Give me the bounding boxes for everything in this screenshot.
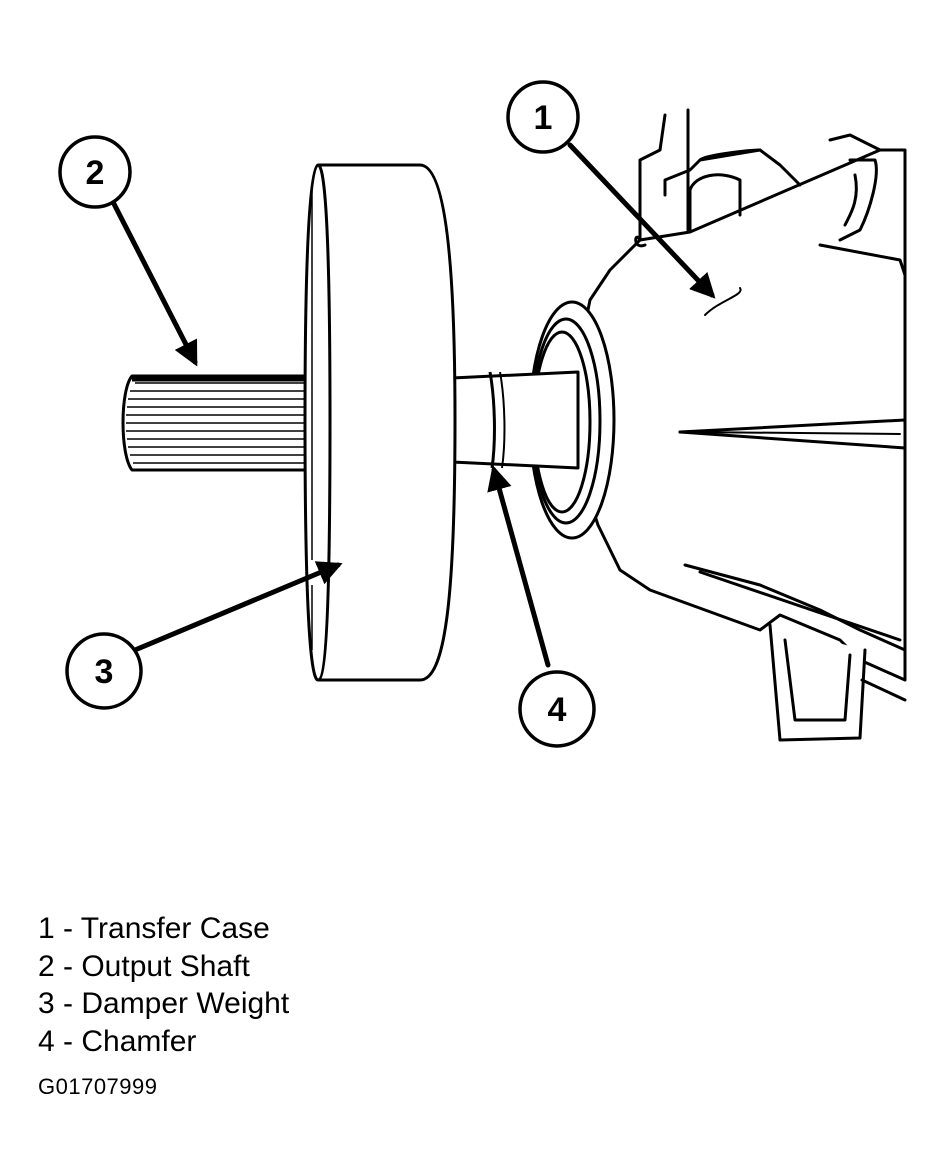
callout-2: 2 bbox=[58, 135, 132, 209]
callout-number: 2 bbox=[86, 154, 105, 192]
legend-item-transfer-case: 1 - Transfer Case bbox=[38, 912, 270, 945]
transfer-case-drawing bbox=[528, 108, 907, 742]
leader-arrow-4 bbox=[487, 465, 551, 668]
callout-4: 4 bbox=[518, 670, 596, 748]
callout-3: 3 bbox=[65, 632, 143, 710]
parts-legend: 1 - Transfer Case 2 - Output Shaft 3 - D… bbox=[38, 910, 289, 1060]
legend-item-chamfer: 4 - Chamfer bbox=[38, 1024, 197, 1058]
leader-arrow-1 bbox=[567, 142, 716, 299]
legend-item-damper-weight: 3 - Damper Weight bbox=[38, 987, 290, 1020]
legend-item-output-shaft: 2 - Output Shaft bbox=[38, 949, 250, 983]
callout-number: 1 bbox=[534, 99, 553, 137]
callout-1: 1 bbox=[506, 80, 580, 154]
figure-code: G01707999 bbox=[38, 1074, 158, 1099]
leader-arrows bbox=[109, 142, 716, 668]
leader-arrow-2 bbox=[109, 197, 198, 367]
callout-number: 3 bbox=[95, 653, 114, 691]
assembly-illustration: 1 2 3 4 bbox=[58, 80, 907, 748]
callout-number: 4 bbox=[548, 691, 567, 729]
output-shaft-drawing bbox=[121, 370, 580, 472]
damper-weight-drawing bbox=[303, 163, 457, 682]
leader-arrow-3 bbox=[132, 561, 343, 653]
